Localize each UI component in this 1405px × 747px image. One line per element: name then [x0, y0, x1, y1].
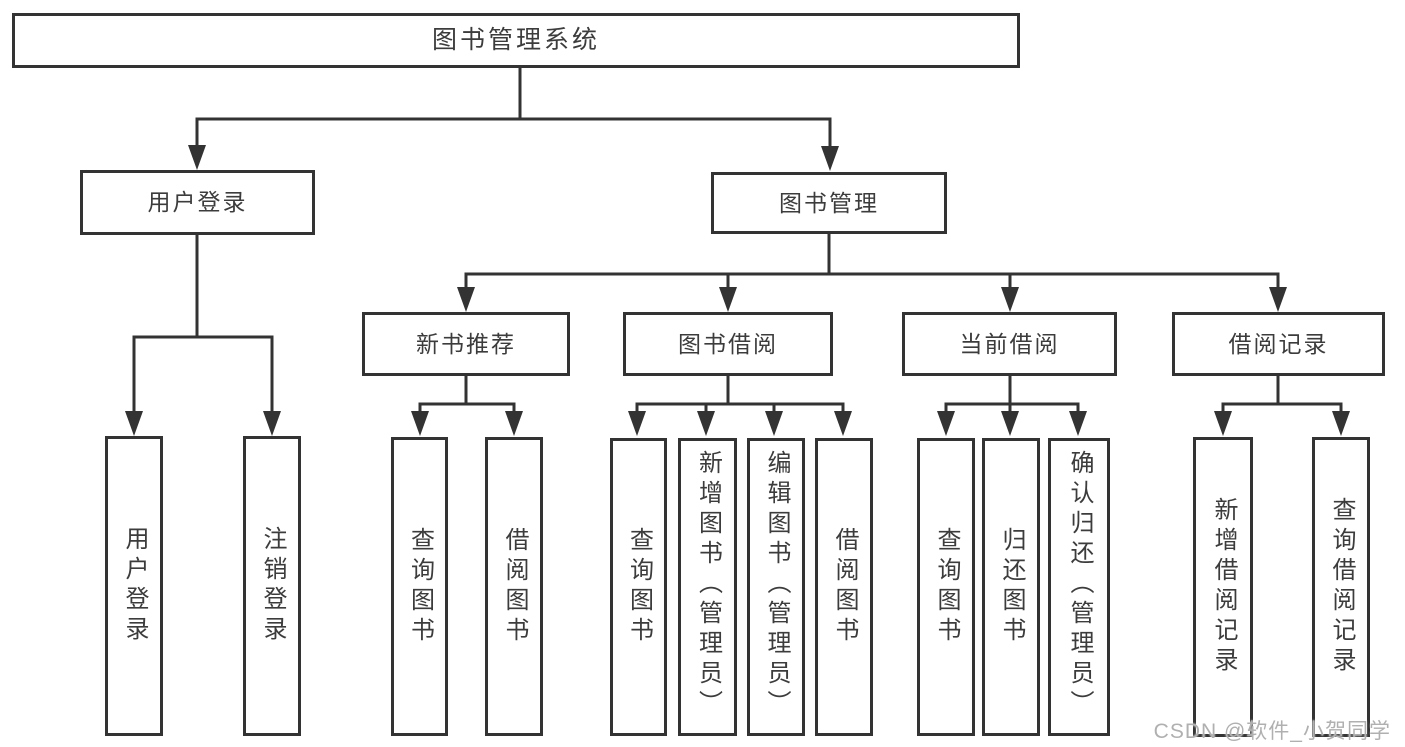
leaf-borrow-books-recommend: 借阅图书: [485, 437, 543, 736]
leaf-confirm-return-admin-label: 确认归还（管理员）: [1066, 450, 1093, 720]
leaf-edit-book-admin-label: 编辑图书（管理员）: [763, 450, 790, 720]
node-borrow-records: 借阅记录: [1172, 312, 1385, 376]
leaf-borrow-books-recommend-label: 借阅图书: [501, 526, 528, 647]
leaf-return-book: 归还图书: [982, 438, 1040, 736]
leaf-return-book-label: 归还图书: [998, 527, 1025, 647]
node-current-borrow: 当前借阅: [902, 312, 1117, 376]
leaf-logout: 注销登录: [243, 436, 301, 736]
leaf-query-borrow-record-label: 查询借阅记录: [1328, 497, 1355, 677]
leaf-confirm-return-admin: 确认归还（管理员）: [1048, 438, 1110, 736]
leaf-borrow-books-borrow-label: 借阅图书: [831, 527, 858, 647]
leaf-query-books-borrow: 查询图书: [610, 438, 667, 736]
csdn-watermark: CSDN @软件_小贺同学: [1153, 720, 1391, 743]
node-new-book-recommend: 新书推荐: [362, 312, 570, 376]
leaf-borrow-books-borrow: 借阅图书: [815, 438, 873, 736]
leaf-query-books-borrow-label: 查询图书: [625, 527, 653, 647]
leaf-user-login: 用户登录: [105, 436, 163, 736]
leaf-add-book-admin: 新增图书（管理员）: [678, 438, 737, 736]
leaf-query-books-recommend-label: 查询图书: [406, 526, 434, 647]
root-box-library-management-system: 图书管理系统: [12, 13, 1020, 68]
leaf-query-books-current-label: 查询图书: [933, 527, 960, 647]
leaf-add-book-admin-label: 新增图书（管理员）: [694, 450, 722, 720]
node-book-borrow: 图书借阅: [623, 312, 833, 376]
leaf-logout-label: 注销登录: [259, 526, 286, 646]
leaf-user-login-label: 用户登录: [121, 526, 148, 646]
leaf-add-borrow-record-label: 新增借阅记录: [1210, 497, 1237, 677]
branch-book-management: 图书管理: [711, 172, 947, 234]
leaf-query-books-current: 查询图书: [917, 438, 975, 736]
leaf-query-borrow-record: 查询借阅记录: [1312, 437, 1370, 737]
branch-user-login: 用户登录: [80, 170, 315, 235]
leaf-edit-book-admin: 编辑图书（管理员）: [747, 438, 805, 736]
leaf-add-borrow-record: 新增借阅记录: [1193, 437, 1253, 737]
leaf-query-books-recommend: 查询图书: [391, 437, 448, 736]
